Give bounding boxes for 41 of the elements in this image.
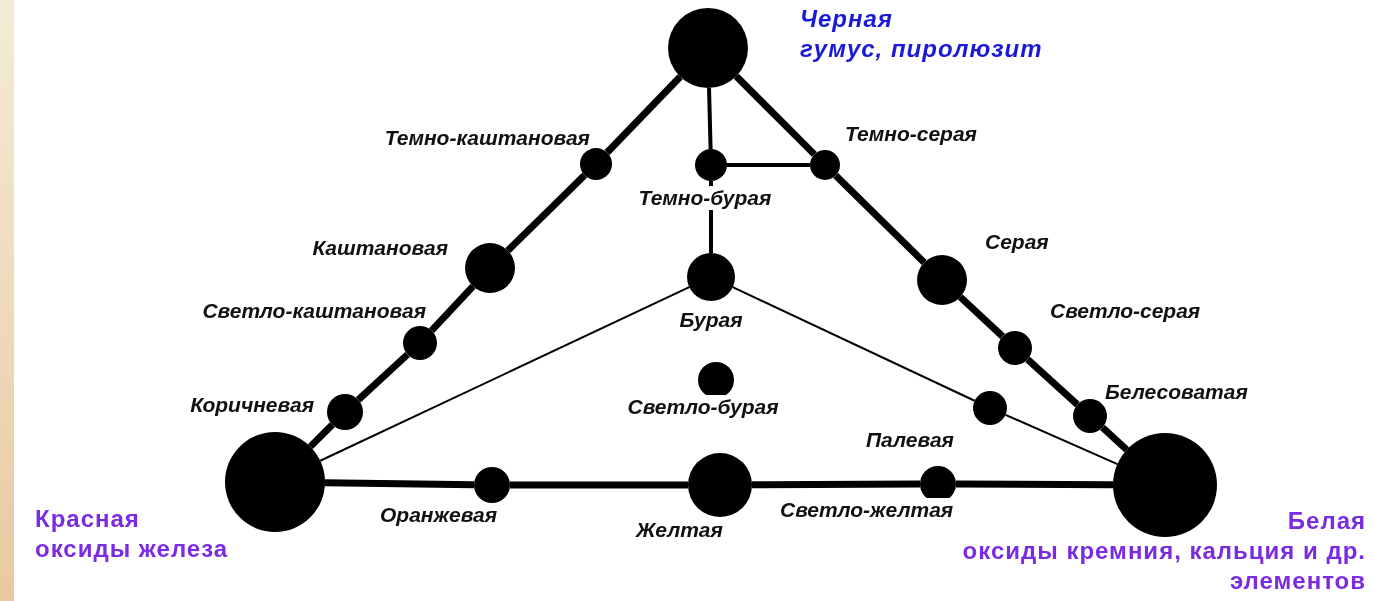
soil-color-label: Темно-бурая xyxy=(638,186,772,211)
corner-label: оксиды железа xyxy=(35,534,229,564)
connector-line xyxy=(319,286,691,462)
corner-label: Черная xyxy=(800,4,893,34)
color-dot xyxy=(668,8,748,88)
corner-label: оксиды кремния, кальция и др. элементов xyxy=(961,536,1366,596)
connector-line xyxy=(733,73,817,157)
connector-line xyxy=(429,283,476,333)
color-dot xyxy=(917,255,967,305)
color-dot xyxy=(1073,399,1107,433)
corner-label: Красная xyxy=(35,504,140,534)
color-dot xyxy=(698,362,734,398)
connector-line xyxy=(833,173,927,265)
connector-line xyxy=(1100,424,1130,453)
connector-line xyxy=(307,422,335,450)
connector-line xyxy=(956,480,1113,489)
connector-line xyxy=(752,480,921,489)
color-dot xyxy=(998,331,1032,365)
connector-line xyxy=(727,163,810,167)
connector-line xyxy=(604,74,683,155)
corner-label: гумус, пиролюзит xyxy=(800,34,1043,64)
color-dot xyxy=(687,253,735,301)
connector-line xyxy=(1004,413,1119,466)
connector-line xyxy=(324,479,475,489)
color-dot xyxy=(810,150,840,180)
color-dot xyxy=(474,467,510,503)
connector-line xyxy=(707,87,713,150)
color-dot xyxy=(403,326,437,360)
color-dot xyxy=(695,149,727,181)
color-dot xyxy=(465,243,515,293)
connector-line xyxy=(731,286,976,402)
soil-color-label: Светло-бурая xyxy=(627,395,779,420)
connector-line xyxy=(505,172,588,253)
corner-label: Белая xyxy=(1287,506,1366,536)
connector-line xyxy=(957,294,1005,339)
color-dot xyxy=(327,394,363,430)
color-dot xyxy=(973,391,1007,425)
color-dot xyxy=(580,148,612,180)
connector-line xyxy=(1025,356,1080,408)
connector-line xyxy=(355,351,410,403)
connector-line xyxy=(510,481,688,489)
